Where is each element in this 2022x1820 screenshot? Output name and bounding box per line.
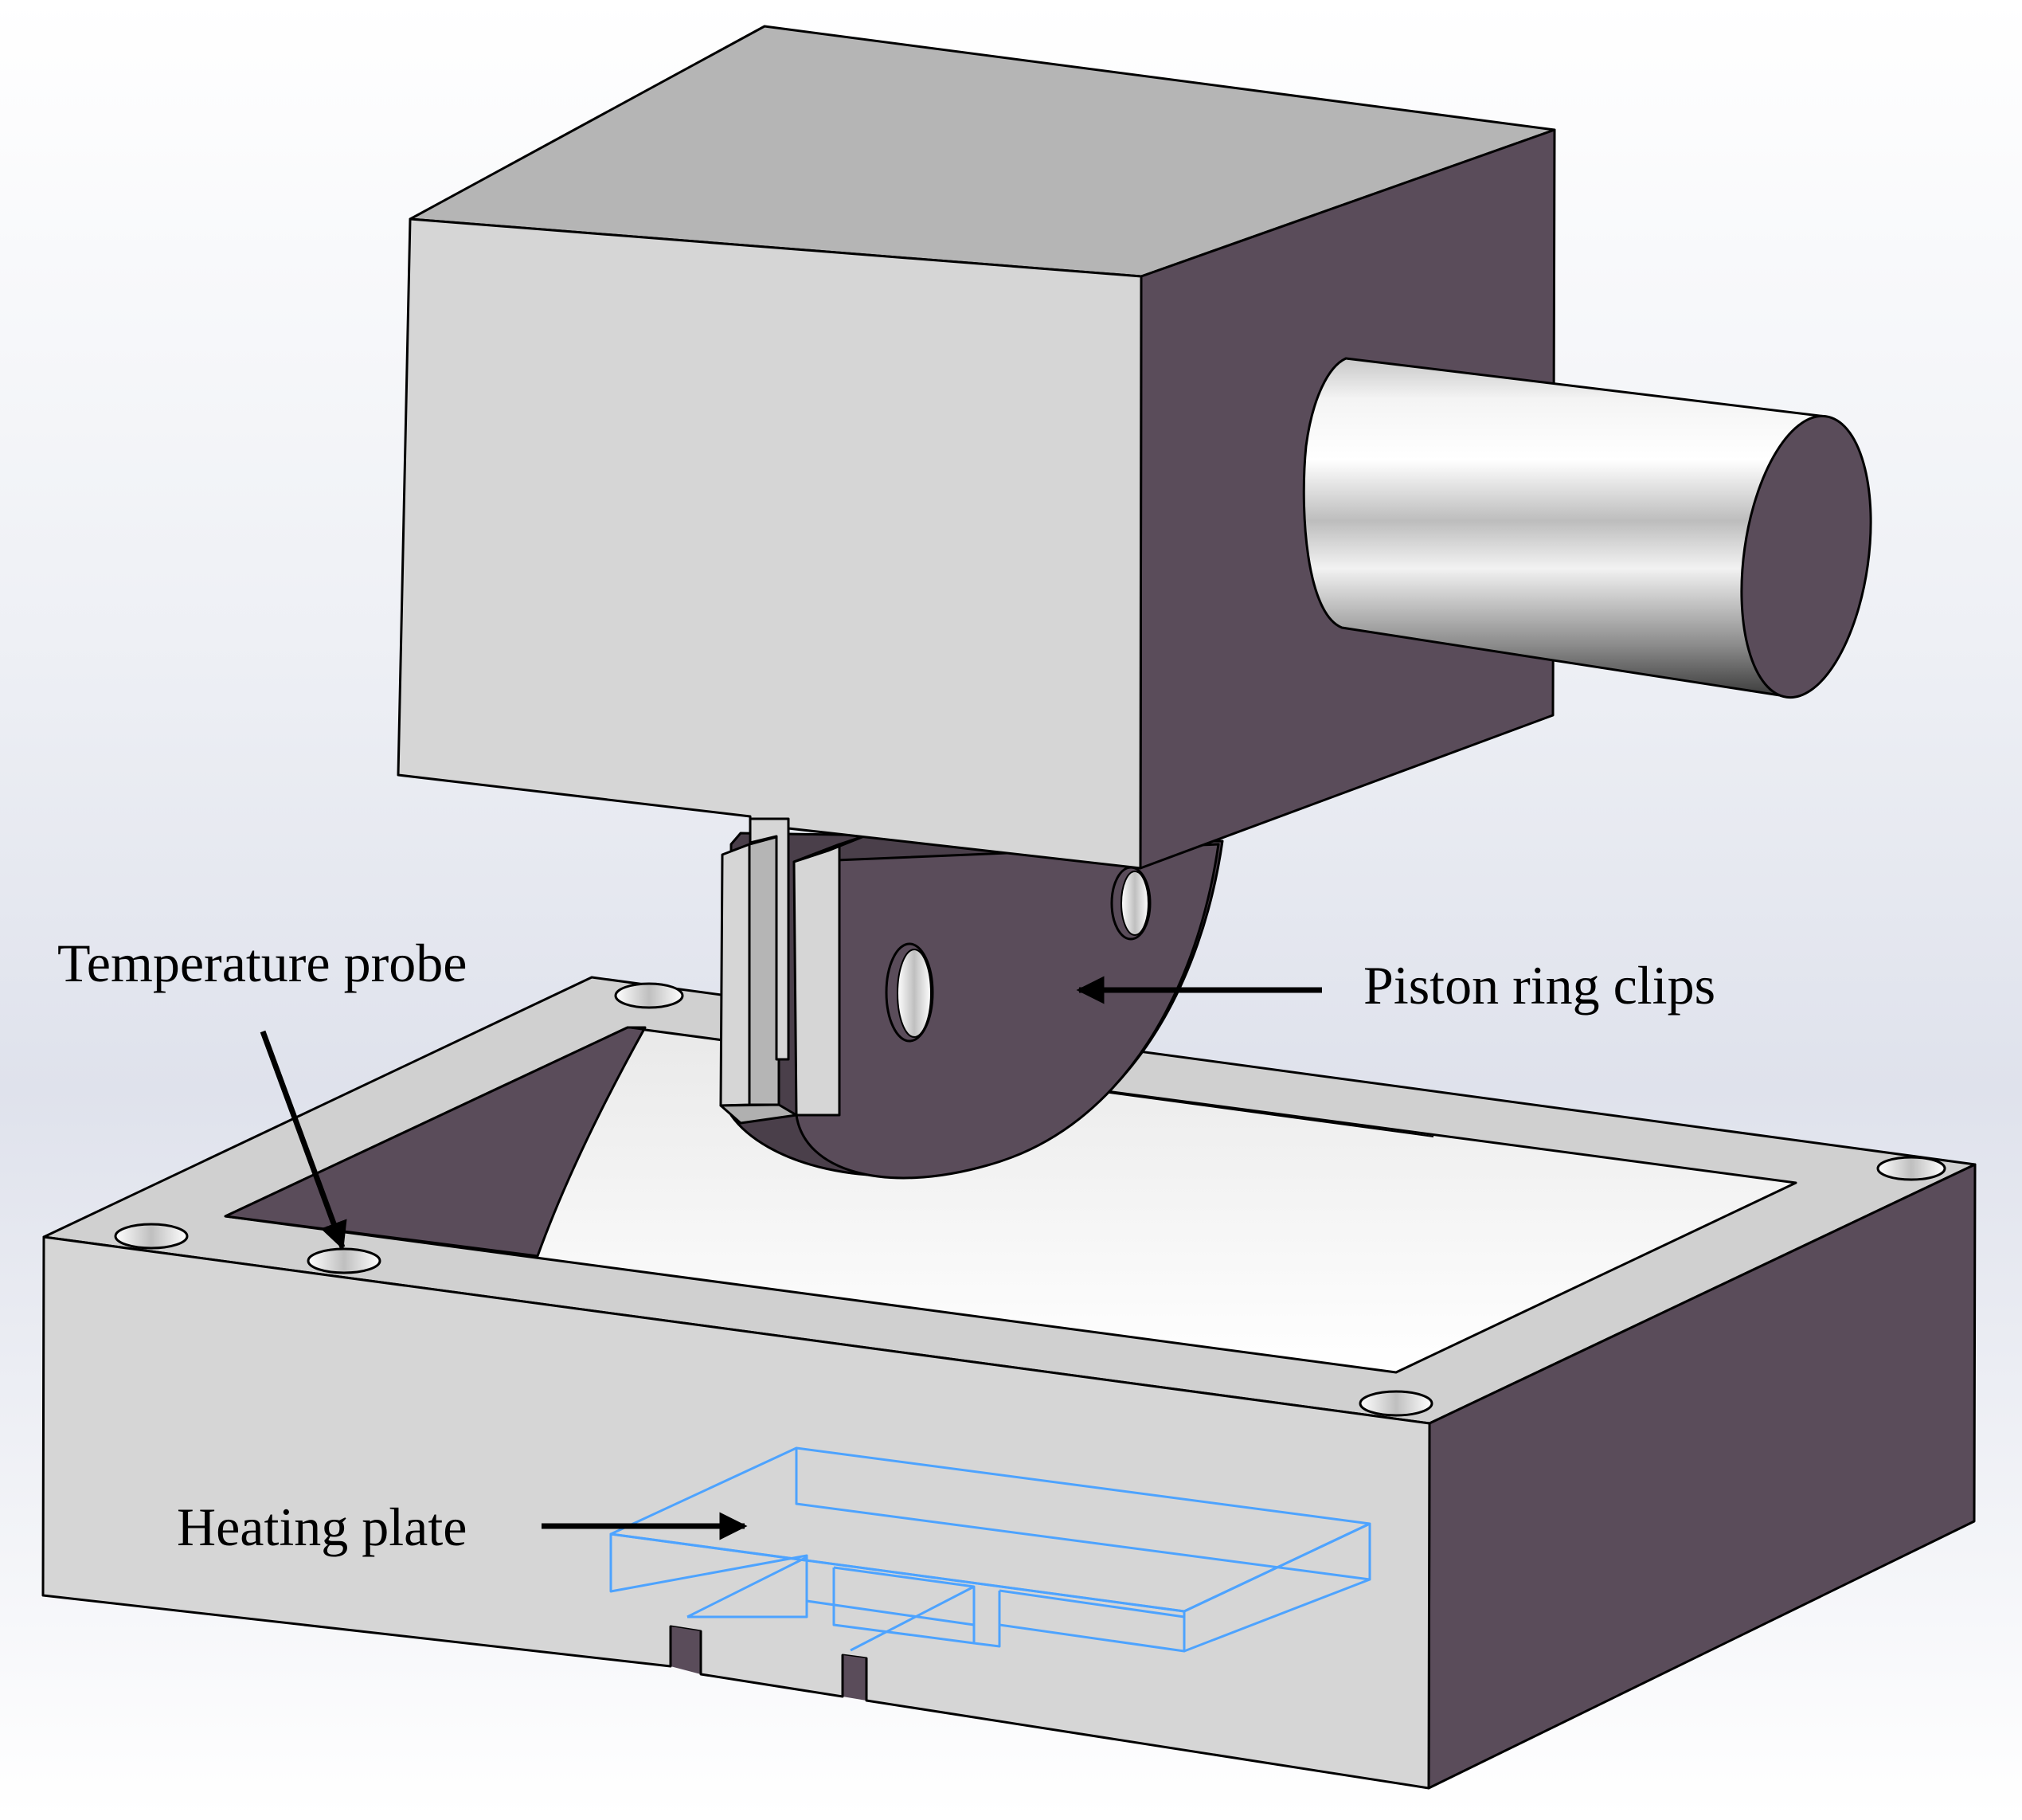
label-heating-plate: Heating plate (177, 1497, 467, 1557)
clip-left-plate (719, 843, 751, 1107)
slot-1-inner (671, 1626, 701, 1674)
cylinder-end-cap (1740, 414, 1872, 699)
cavity-inner-wall (224, 1026, 647, 1258)
heating-plate-outline (609, 1446, 1371, 1653)
hole-probe (307, 1247, 381, 1274)
block-front-face (397, 217, 1143, 870)
cylinder-body (1302, 357, 1828, 699)
clip-right-plate (792, 843, 841, 1117)
hole-back-right (1876, 1156, 1946, 1181)
clip-front-disc (795, 843, 1220, 1180)
label-temperature-probe: Temperature probe (57, 933, 467, 993)
annotation-arrows (260, 976, 1322, 1540)
label-piston-ring-clips: Piston ring clips (1363, 955, 1716, 1016)
hole-front-right (1359, 1390, 1433, 1417)
slot-2-inner (843, 1655, 866, 1701)
cylinder-shaft (1302, 357, 1872, 699)
piston-ring-clips (719, 815, 1224, 1180)
hole-front-left (114, 1223, 189, 1250)
clip-left-plate-edge (748, 835, 780, 1106)
arrow-temperature-probe (260, 1030, 347, 1251)
hole-back-left (614, 982, 684, 1009)
mounting-holes (114, 982, 1946, 1417)
